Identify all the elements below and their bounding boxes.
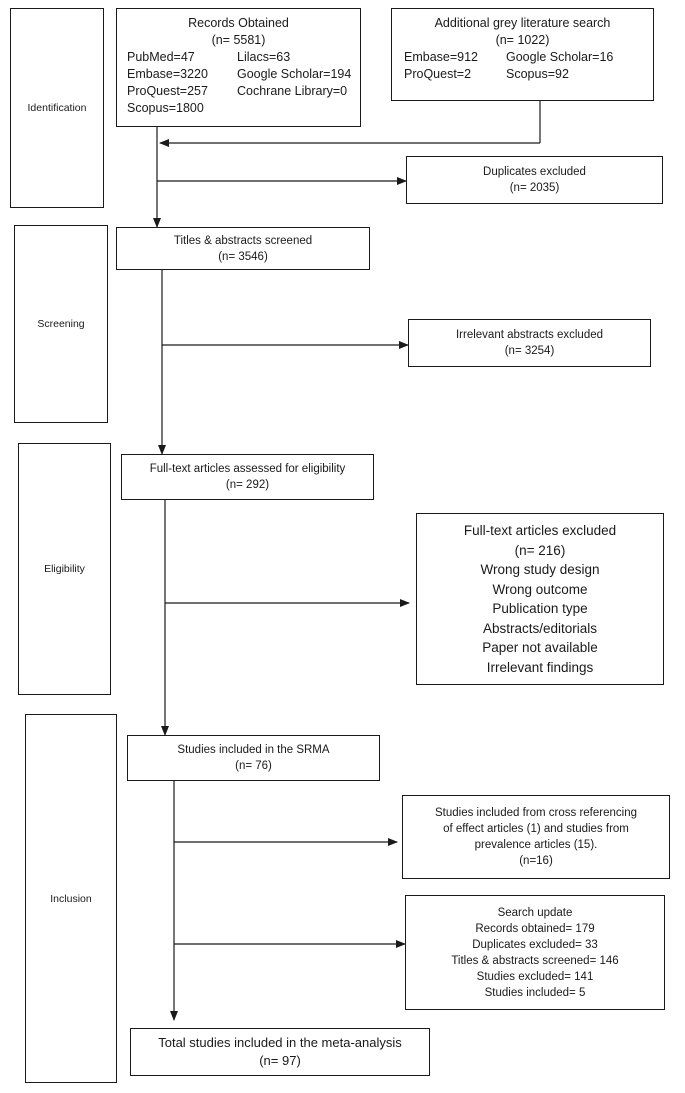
source-google-scholar: Google Scholar=194 xyxy=(237,67,352,81)
search-update-line: Duplicates excluded= 33 xyxy=(472,938,598,951)
grey-source-scopus: Scopus=92 xyxy=(506,67,569,81)
grey-sources: Embase=912 Google Scholar=16 ProQuest=2 … xyxy=(404,49,645,83)
grey-literature-title: Additional grey literature search xyxy=(434,16,611,30)
stage-screening: Screening xyxy=(14,225,108,423)
stage-identification: Identification xyxy=(10,8,104,208)
total-included-n: (n= 97) xyxy=(259,1053,301,1068)
search-update-line: Titles & abstracts screened= 146 xyxy=(451,954,619,967)
srma-n: (n= 76) xyxy=(235,760,272,772)
stage-screening-label: Screening xyxy=(37,318,85,330)
titles-screened-box: Titles & abstracts screened (n= 3546) xyxy=(116,227,370,270)
irrelevant-title: Irrelevant abstracts excluded xyxy=(455,329,604,341)
duplicates-excluded-box: Duplicates excluded (n= 2035) xyxy=(406,156,663,204)
grey-source-proquest: ProQuest=2 xyxy=(404,67,472,81)
grey-source-embase: Embase=912 xyxy=(404,50,479,64)
stage-inclusion-label: Inclusion xyxy=(50,892,92,905)
cross-ref-line: of effect articles (1) and studies from xyxy=(443,823,629,835)
stage-identification-label: Identification xyxy=(27,102,87,114)
search-update-line: Studies included= 5 xyxy=(484,986,586,999)
records-obtained-title: Records Obtained xyxy=(188,16,289,30)
source-lilacs: Lilacs=63 xyxy=(237,50,291,64)
grey-literature-n: (n= 1022) xyxy=(495,33,550,47)
exclusion-reason: Publication type xyxy=(492,601,588,616)
source-pubmed: PubMed=47 xyxy=(127,50,195,64)
srma-title: Studies included in the SRMA xyxy=(177,744,330,756)
fulltext-excluded-box: Full-text articles excluded (n= 216) Wro… xyxy=(416,513,664,685)
source-scopus: Scopus=1800 xyxy=(127,101,204,115)
total-included-title: Total studies included in the meta-analy… xyxy=(158,1035,402,1050)
cross-ref-n: (n=16) xyxy=(519,855,553,867)
records-obtained-box: Records Obtained (n= 5581) PubMed=47 Lil… xyxy=(116,8,361,127)
exclusion-reason: Paper not available xyxy=(482,640,598,655)
records-obtained-n: (n= 5581) xyxy=(211,33,266,47)
search-update-title: Search update xyxy=(497,906,573,919)
source-embase: Embase=3220 xyxy=(127,67,208,81)
cross-referencing-box: Studies included from cross referencing … xyxy=(402,795,670,879)
stage-eligibility-label: Eligibility xyxy=(44,563,85,575)
titles-screened-title: Titles & abstracts screened xyxy=(173,234,313,247)
exclusion-reason: Abstracts/editorials xyxy=(482,620,598,636)
exclusion-reason: Wrong outcome xyxy=(492,581,588,597)
search-update-line: Records obtained= 179 xyxy=(475,922,595,935)
grey-source-google-scholar: Google Scholar=16 xyxy=(506,50,614,64)
search-update-box: Search update Records obtained= 179 Dupl… xyxy=(405,895,665,1010)
irrelevant-n: (n= 3254) xyxy=(504,345,555,357)
stage-inclusion: Inclusion xyxy=(25,714,117,1083)
total-included-box: Total studies included in the meta-analy… xyxy=(130,1028,430,1076)
cross-ref-line: prevalence articles (15). xyxy=(474,839,598,851)
stage-eligibility: Eligibility xyxy=(18,443,111,695)
fulltext-excluded-title: Full-text articles excluded xyxy=(463,523,617,538)
srma-included-box: Studies included in the SRMA (n= 76) xyxy=(127,735,380,781)
fulltext-assessed-box: Full-text articles assessed for eligibil… xyxy=(121,454,374,500)
source-cochrane: Cochrane Library=0 xyxy=(237,84,348,98)
exclusion-reason: Wrong study design xyxy=(480,562,600,577)
fulltext-excluded-n: (n= 216) xyxy=(514,542,566,558)
cross-ref-line: Studies included from cross referencing xyxy=(435,807,637,819)
duplicates-n: (n= 2035) xyxy=(509,182,560,194)
grey-literature-box: Additional grey literature search (n= 10… xyxy=(391,8,654,101)
fulltext-assessed-title: Full-text articles assessed for eligibil… xyxy=(149,463,346,475)
search-update-line: Studies excluded= 141 xyxy=(476,970,594,983)
source-proquest: ProQuest=257 xyxy=(127,84,208,98)
exclusion-reason: Irrelevant findings xyxy=(486,659,594,675)
irrelevant-excluded-box: Irrelevant abstracts excluded (n= 3254) xyxy=(408,319,651,367)
titles-screened-n: (n= 3546) xyxy=(218,250,268,263)
fulltext-assessed-n: (n= 292) xyxy=(225,479,270,491)
records-sources: PubMed=47 Lilacs=63 Embase=3220 Google S… xyxy=(127,49,352,117)
duplicates-title: Duplicates excluded xyxy=(483,166,586,178)
